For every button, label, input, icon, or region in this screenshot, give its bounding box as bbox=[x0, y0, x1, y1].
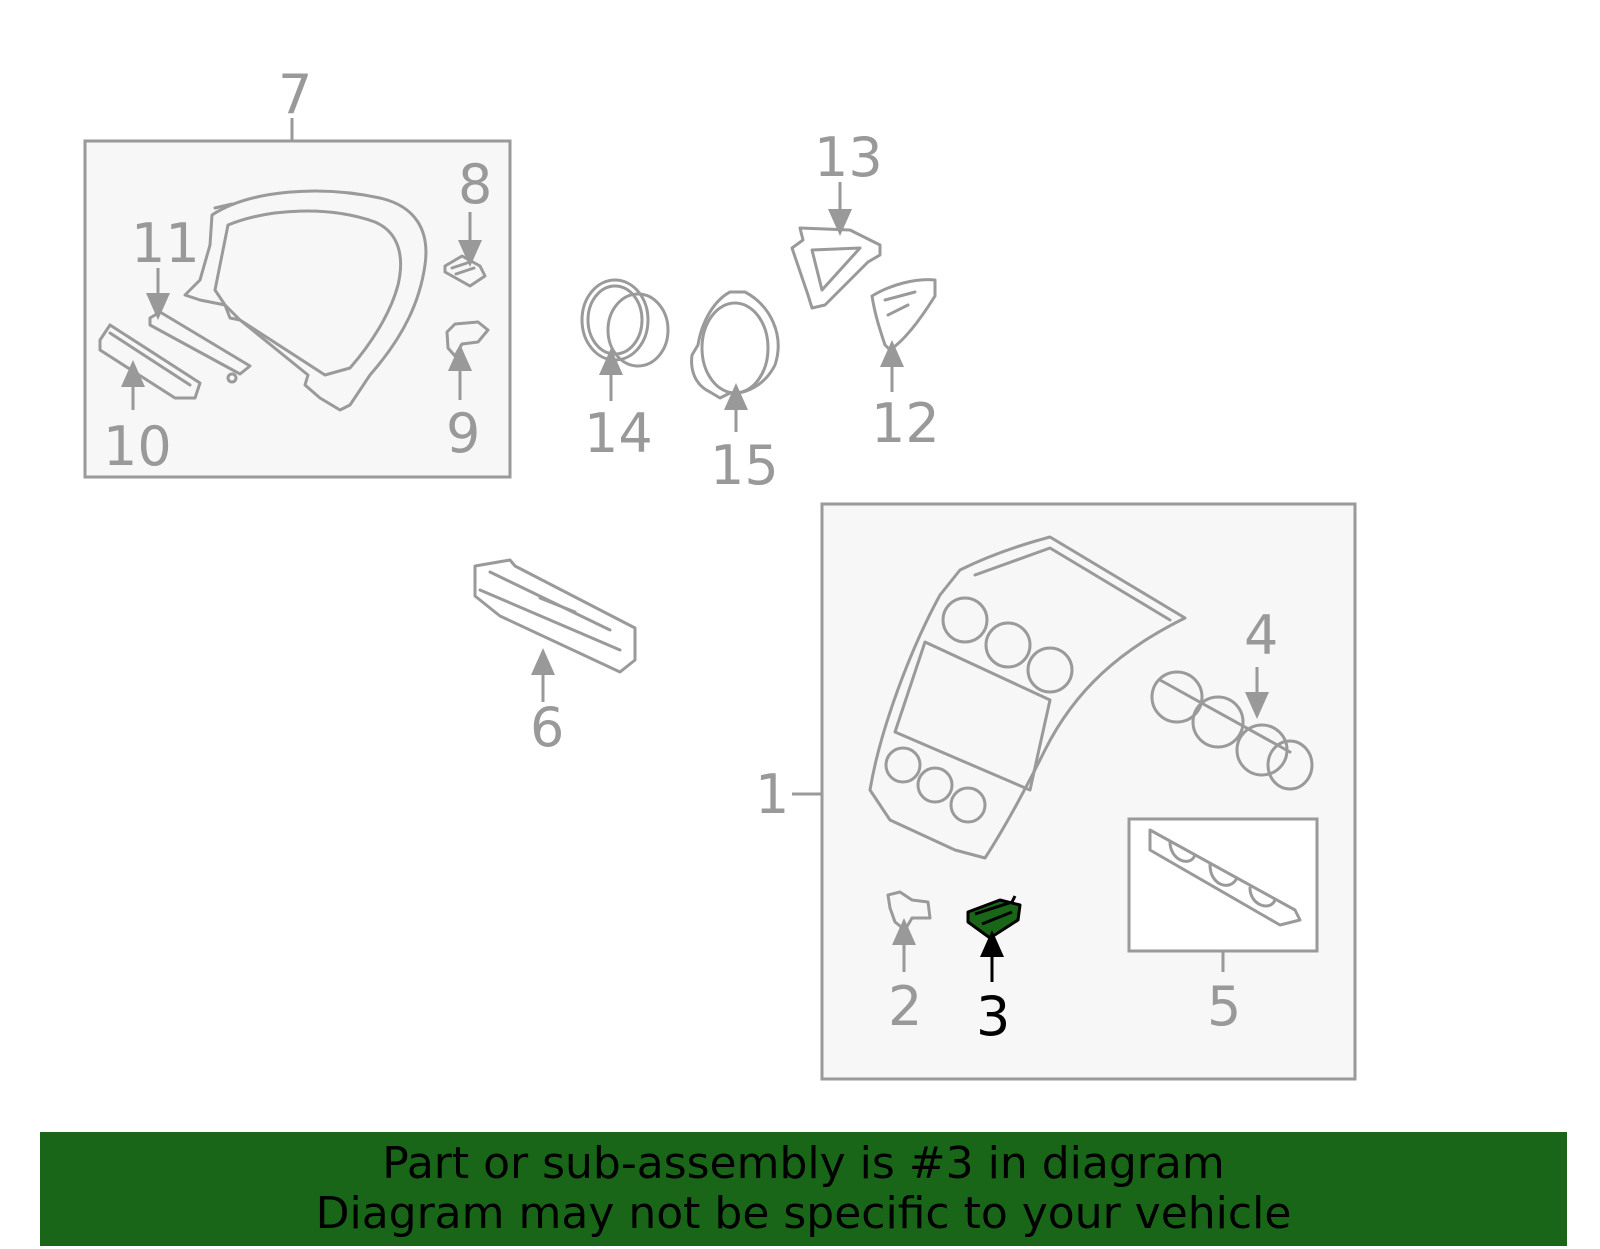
callout-labels: 7 8 11 10 9 13 14 15 12 6 1 4 2 3 5 bbox=[103, 63, 1278, 1048]
callout-8: 8 bbox=[458, 153, 492, 216]
callout-10: 10 bbox=[103, 415, 172, 478]
part-10-switch-panel bbox=[98, 323, 202, 400]
part-2-bracket bbox=[886, 890, 932, 932]
callout-15: 15 bbox=[710, 434, 779, 497]
part-3-clip-highlighted bbox=[966, 895, 1022, 940]
part-5-vent-trim bbox=[1148, 828, 1302, 927]
callout-1: 1 bbox=[755, 763, 789, 826]
callout-7: 7 bbox=[278, 63, 312, 126]
cluster-bezel bbox=[183, 189, 428, 412]
parts-diagram: 7 8 11 10 9 13 14 15 12 6 1 4 2 3 5 bbox=[83, 63, 1357, 1081]
part-4-vent-set bbox=[1150, 670, 1314, 791]
part-12-air-vent bbox=[870, 278, 937, 352]
callout-6: 6 bbox=[530, 696, 564, 759]
part-13-vent-bezel bbox=[790, 226, 882, 310]
group-box-5 bbox=[1127, 817, 1319, 972]
banner-line-1: Part or sub-assembly is #3 in diagram bbox=[382, 1138, 1225, 1189]
group-box-1 bbox=[792, 502, 1357, 1081]
callout-2: 2 bbox=[888, 975, 922, 1038]
callout-3: 3 bbox=[976, 985, 1010, 1048]
callout-5: 5 bbox=[1207, 975, 1241, 1038]
callout-13: 13 bbox=[814, 126, 883, 189]
center-bezel-assembly bbox=[868, 535, 1187, 860]
part-15-gauge-bezel bbox=[690, 290, 780, 400]
leader-arrows bbox=[121, 182, 1269, 982]
info-banner: Part or sub-assembly is #3 in diagram Di… bbox=[40, 1132, 1567, 1246]
callout-12: 12 bbox=[871, 392, 940, 455]
callout-4: 4 bbox=[1244, 604, 1278, 667]
callout-9: 9 bbox=[446, 402, 480, 465]
part-14-gauge-ring bbox=[580, 278, 670, 368]
callout-14: 14 bbox=[584, 402, 653, 465]
banner-line-2: Diagram may not be specific to your vehi… bbox=[315, 1188, 1292, 1239]
callout-11: 11 bbox=[131, 212, 200, 275]
part-6-switch-module bbox=[473, 558, 637, 674]
